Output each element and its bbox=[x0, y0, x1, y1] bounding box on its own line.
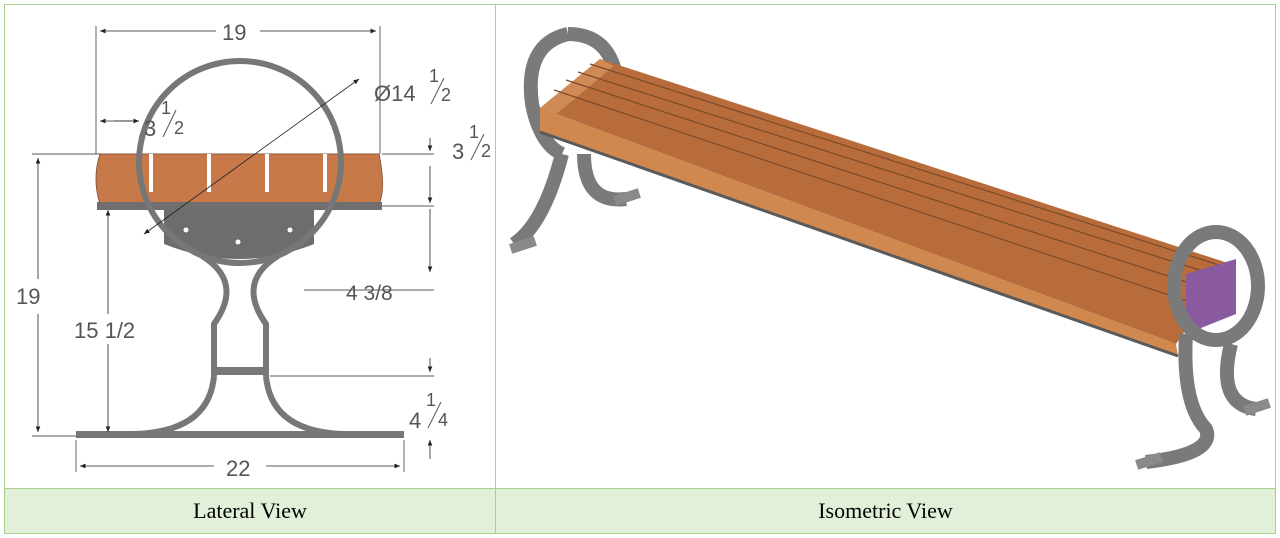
dim-width-top-label: 19 bbox=[222, 20, 246, 45]
dim-diameter-frac-den: 2 bbox=[441, 85, 451, 105]
right-foot-plate bbox=[1135, 452, 1163, 470]
bolt-hole bbox=[235, 239, 241, 245]
dim-height-total: 19 bbox=[16, 284, 40, 309]
dim-seat-thick-whole: 3 bbox=[452, 139, 464, 164]
seat-slats-iso bbox=[539, 59, 1231, 358]
dim-foot-den: 4 bbox=[438, 410, 448, 430]
dim-seat-thick-num: 1 bbox=[469, 122, 479, 142]
right-foot-plate bbox=[1243, 398, 1271, 416]
end-block bbox=[1186, 259, 1236, 334]
dim-seat-thick-den: 2 bbox=[481, 141, 491, 161]
caption-isometric-view: Isometric View bbox=[495, 488, 1276, 534]
leg-crossbar bbox=[214, 367, 266, 375]
dim-offset-den: 2 bbox=[174, 118, 184, 138]
left-foot-plate bbox=[613, 188, 641, 206]
dim-foot-num: 1 bbox=[426, 390, 436, 410]
dim-diameter-frac-num: 1 bbox=[429, 66, 439, 86]
caption-lateral-view: Lateral View bbox=[4, 488, 496, 534]
diameter-leader bbox=[143, 78, 360, 235]
dim-width-top bbox=[95, 26, 381, 154]
left-foot-plate bbox=[509, 236, 537, 254]
lateral-view-drawing: 19 Ø14 1 2 3 1 2 3 1 2 4 3/8 19 bbox=[16, 20, 491, 481]
base-foot bbox=[76, 431, 404, 438]
dim-offset-num: 1 bbox=[161, 98, 171, 118]
dim-seat-height: 15 1/2 bbox=[74, 318, 135, 343]
dim-diameter-label: Ø14 bbox=[374, 81, 416, 106]
bolt-hole bbox=[287, 227, 293, 233]
bolt-hole bbox=[183, 227, 189, 233]
dim-ring-below: 4 3/8 bbox=[346, 282, 393, 305]
dim-base-width: 22 bbox=[226, 456, 250, 481]
dim-foot-whole: 4 bbox=[409, 408, 421, 433]
dim-offset-whole: 3 bbox=[144, 116, 156, 141]
isometric-view-drawing bbox=[509, 27, 1271, 470]
